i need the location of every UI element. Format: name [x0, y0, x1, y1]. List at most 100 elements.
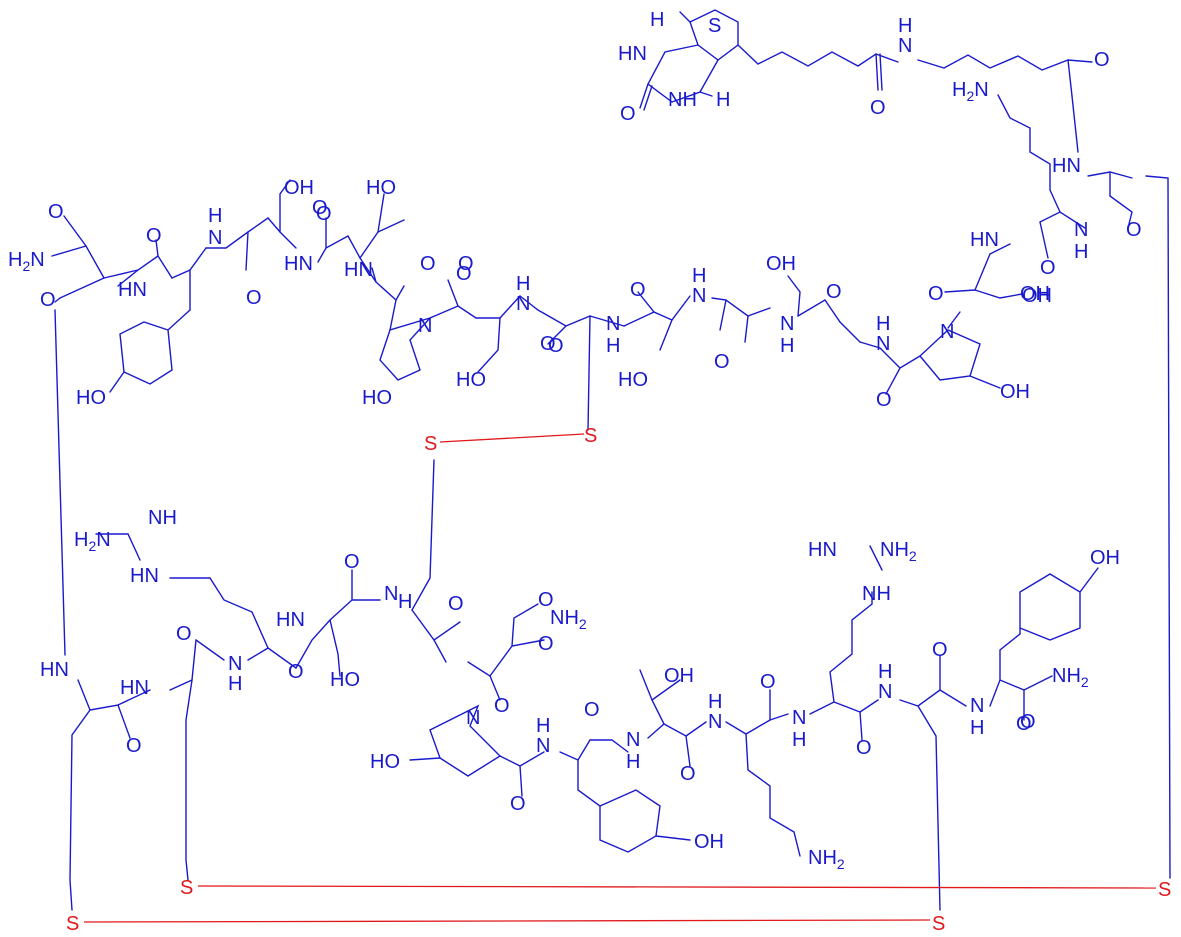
atom-hn: HN — [970, 229, 999, 251]
atom-n: N — [1074, 219, 1088, 241]
atom-h: H — [780, 335, 794, 357]
atom-oh: OH — [694, 831, 724, 853]
atom-nh2: NH2 — [550, 607, 587, 632]
atom-h: H — [650, 9, 664, 31]
atom-o: O — [344, 551, 360, 573]
atom-o: O — [826, 281, 842, 303]
atom-n: N — [692, 285, 706, 307]
atom-o: O — [932, 639, 948, 661]
atom-n: N — [418, 315, 432, 337]
atom-n: N — [876, 333, 890, 355]
bond-network — [51, 9, 1171, 911]
atom-o: O — [48, 201, 64, 223]
atom-sulfur: S — [180, 877, 193, 899]
atom-o: O — [856, 737, 872, 759]
atom-hn: HN — [284, 253, 313, 275]
atom-n: N — [878, 681, 892, 703]
atom-o: O — [312, 197, 328, 219]
atom-n: N — [708, 711, 722, 733]
atom-h: H — [1074, 241, 1088, 263]
atom-oh: OH — [1020, 283, 1050, 305]
atom-n: N — [466, 707, 480, 729]
atom-sulfur: S — [1158, 879, 1171, 901]
atom-h: H — [692, 265, 706, 287]
disulfide-bonds — [83, 433, 1157, 923]
atom-n: N — [970, 695, 984, 717]
atom-n: N — [384, 583, 398, 605]
atom-o: O — [1020, 711, 1036, 733]
atom-hn: HN — [118, 279, 147, 301]
atom-o: O — [420, 253, 436, 275]
atom-nh: NH — [862, 583, 891, 605]
atom-h: H — [898, 15, 912, 37]
atom-h: H — [792, 729, 806, 751]
atom-o: O — [1040, 257, 1056, 279]
atom-hn: HN — [120, 677, 149, 699]
atom-o: O — [494, 695, 510, 717]
atom-o: O — [176, 623, 192, 645]
atom-ho: HO — [618, 369, 648, 391]
atom-o: O — [584, 699, 600, 721]
atom-n: N — [898, 35, 912, 57]
atom-h: H — [708, 691, 722, 713]
atom-h2n: H2N — [8, 249, 45, 274]
atom-ho: HO — [370, 751, 400, 773]
atom-o: O — [540, 333, 556, 355]
atom-o: O — [630, 279, 646, 301]
atom-hn: HN — [40, 659, 69, 681]
atom-o: O — [316, 203, 332, 225]
atom-oh: OH — [766, 253, 796, 275]
atom-o: O — [714, 351, 730, 373]
atom-n: N — [940, 321, 954, 343]
atom-h: H — [398, 591, 412, 613]
atom-o: O — [548, 335, 564, 357]
atom-o: O — [246, 287, 262, 309]
atom-h: H — [970, 717, 984, 739]
atom-n: N — [516, 293, 530, 315]
atom-hn: HN — [276, 609, 305, 631]
atom-o: O — [538, 589, 554, 611]
atom-o: O — [680, 763, 696, 785]
atom-nh2: NH2 — [808, 847, 845, 872]
atom-h2n: H2N — [952, 79, 989, 104]
atom-o: O — [126, 735, 142, 757]
atom-h: H — [228, 673, 242, 695]
atom-sulfur: S — [424, 433, 437, 455]
atom-nh2: NH2 — [1052, 665, 1089, 690]
atom-h: H — [536, 715, 550, 737]
atom-nh: NH — [148, 507, 177, 529]
atom-oh: OH — [284, 177, 314, 199]
atom-n: N — [228, 653, 242, 675]
atom-n: N — [208, 227, 222, 249]
atom-n: N — [780, 313, 794, 335]
atom-h: H — [516, 273, 530, 295]
atom-nh: NH — [668, 89, 697, 111]
atom-sulfur: S — [932, 913, 945, 935]
atom-oh: OH — [1090, 547, 1120, 569]
atom-o: O — [146, 225, 162, 247]
atom-h: H — [876, 313, 890, 335]
atom-h: H — [606, 335, 620, 357]
atom-ho: HO — [76, 387, 106, 409]
atom-ho: HO — [366, 177, 396, 199]
atom-o: O — [760, 671, 776, 693]
atom-o: O — [1016, 713, 1032, 735]
atom-nh2: NH2 — [880, 539, 917, 564]
atom-h: H — [716, 89, 730, 111]
atom-oh: OH — [1022, 285, 1052, 307]
atom-ho: HO — [330, 669, 360, 691]
atom-o: O — [458, 253, 474, 275]
atom-hn: HN — [344, 259, 373, 281]
atom-hn: HN — [808, 539, 837, 561]
atom-o: O — [1094, 49, 1110, 71]
atom-hn: HN — [1052, 155, 1081, 177]
atom-ho: HO — [362, 387, 392, 409]
atom-o: O — [870, 97, 886, 119]
atom-h2n: H2N — [74, 529, 111, 554]
atom-labels: H S HN O NH H N H O O H2N HN O HN N H O … — [8, 9, 1171, 935]
atom-sulfur: S — [584, 425, 597, 447]
atom-o: O — [928, 283, 944, 305]
atom-s: S — [708, 15, 721, 37]
atom-h: H — [208, 205, 222, 227]
